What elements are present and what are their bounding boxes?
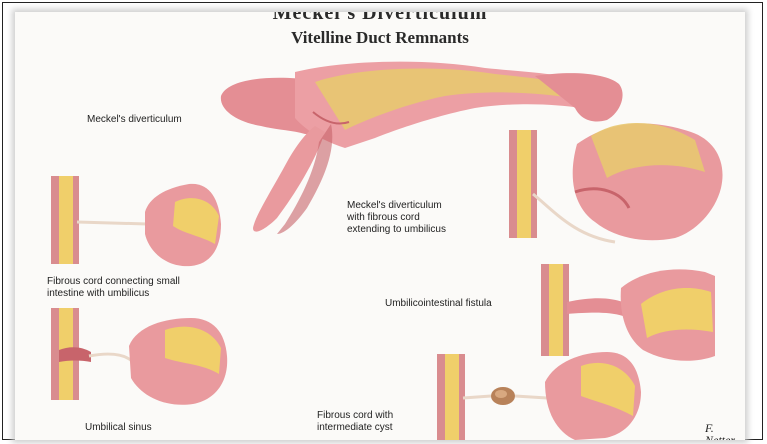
image-frame: Meckel's Diverticulum Vitelline Duct Rem…	[2, 2, 763, 440]
illustration-plate: Meckel's Diverticulum Vitelline Duct Rem…	[15, 12, 745, 440]
label-meckels-diverticulum: Meckel's diverticulum	[87, 114, 182, 126]
label-line: intermediate cyst	[317, 422, 393, 434]
fibrous-cord-umbilicus-drawing	[509, 123, 723, 242]
label-line: Meckel's diverticulum	[347, 200, 446, 212]
umbilicointestinal-fistula-drawing	[541, 264, 715, 361]
label-line: Fibrous cord connecting small	[47, 276, 180, 288]
artist-signature: F. Netter	[705, 422, 745, 440]
label-fibrous-cord-umbilicus: Meckel's diverticulum with fibrous cord …	[347, 200, 446, 236]
fibrous-cord-connecting-drawing	[51, 176, 221, 266]
label-fibrous-cord-connecting: Fibrous cord connecting small intestine …	[47, 276, 180, 300]
label-umbilical-sinus: Umbilical sinus	[85, 422, 152, 434]
label-line: intestine with umbilicus	[47, 288, 180, 300]
label-line: with fibrous cord	[347, 212, 446, 224]
umbilical-sinus-drawing	[51, 308, 227, 405]
label-umbilicointestinal-fistula: Umbilicointestinal fistula	[385, 298, 492, 310]
page-subtitle: Vitelline Duct Remnants	[15, 28, 745, 48]
label-line: Fibrous cord with	[317, 410, 393, 422]
label-fibrous-cord-cyst: Fibrous cord with intermediate cyst	[317, 410, 393, 434]
fibrous-cord-cyst-drawing	[437, 352, 641, 440]
label-line: extending to umbilicus	[347, 224, 446, 236]
page-title: Meckel's Diverticulum	[15, 12, 745, 25]
